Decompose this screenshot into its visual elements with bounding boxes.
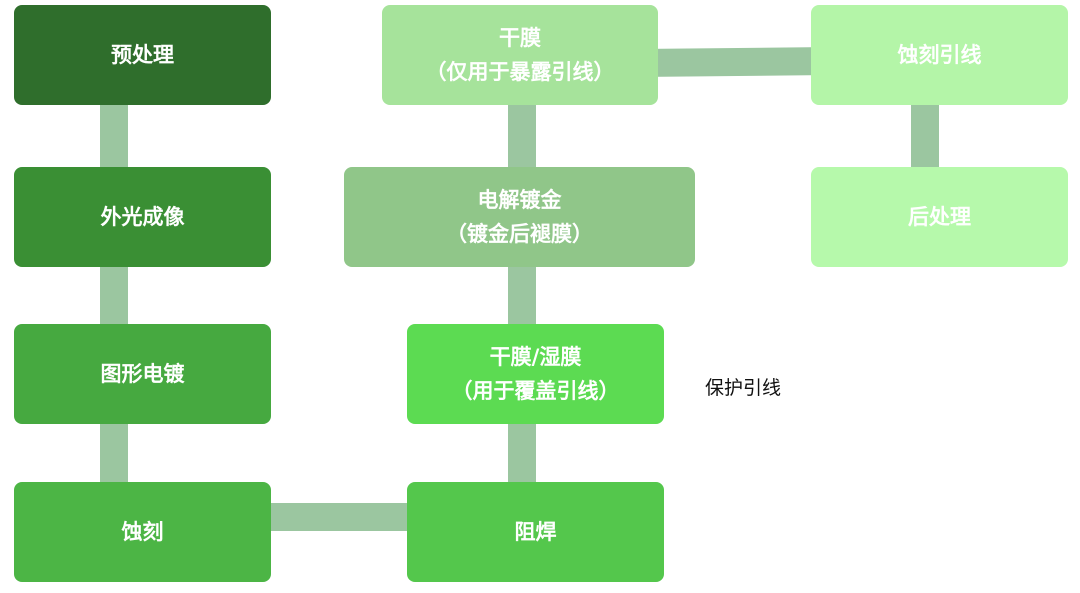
node-soldermask: 阻焊 [407, 482, 664, 582]
node-post: 后处理 [811, 167, 1068, 267]
node-dryfilm: 干膜 （仅用于暴露引线） [382, 5, 658, 105]
node-etch: 蚀刻 [14, 482, 271, 582]
node-label: 预处理 [111, 43, 174, 67]
node-label: 电解镀金 [477, 188, 562, 212]
node-etch-lead: 蚀刻引线 [811, 5, 1068, 105]
node-sublabel: （镀金后褪膜） [446, 222, 593, 246]
node-sublabel: （仅用于暴露引线） [425, 60, 615, 84]
node-exposure: 外光成像 [14, 167, 271, 267]
node-gold: 电解镀金 （镀金后褪膜） [344, 167, 695, 267]
node-label: 干膜 [499, 26, 541, 50]
note-protect-lead: 保护引线 [705, 377, 782, 399]
node-label: 蚀刻 [121, 520, 164, 544]
node-film-wet: 干膜/湿膜 （用于覆盖引线） [407, 324, 664, 424]
node-plating: 图形电镀 [14, 324, 271, 424]
node-label: 图形电镀 [100, 362, 185, 386]
node-label: 后处理 [908, 205, 971, 229]
node-pretreat: 预处理 [14, 5, 271, 105]
connector [649, 47, 821, 77]
connector [265, 503, 415, 531]
node-label: 蚀刻引线 [897, 43, 982, 67]
connector [100, 100, 128, 490]
node-label: 干膜/湿膜 [489, 345, 582, 369]
node-label: 阻焊 [514, 520, 557, 544]
connector [911, 100, 939, 175]
node-sublabel: （用于覆盖引线） [451, 379, 620, 403]
node-label: 外光成像 [100, 205, 185, 229]
connector [508, 100, 536, 490]
